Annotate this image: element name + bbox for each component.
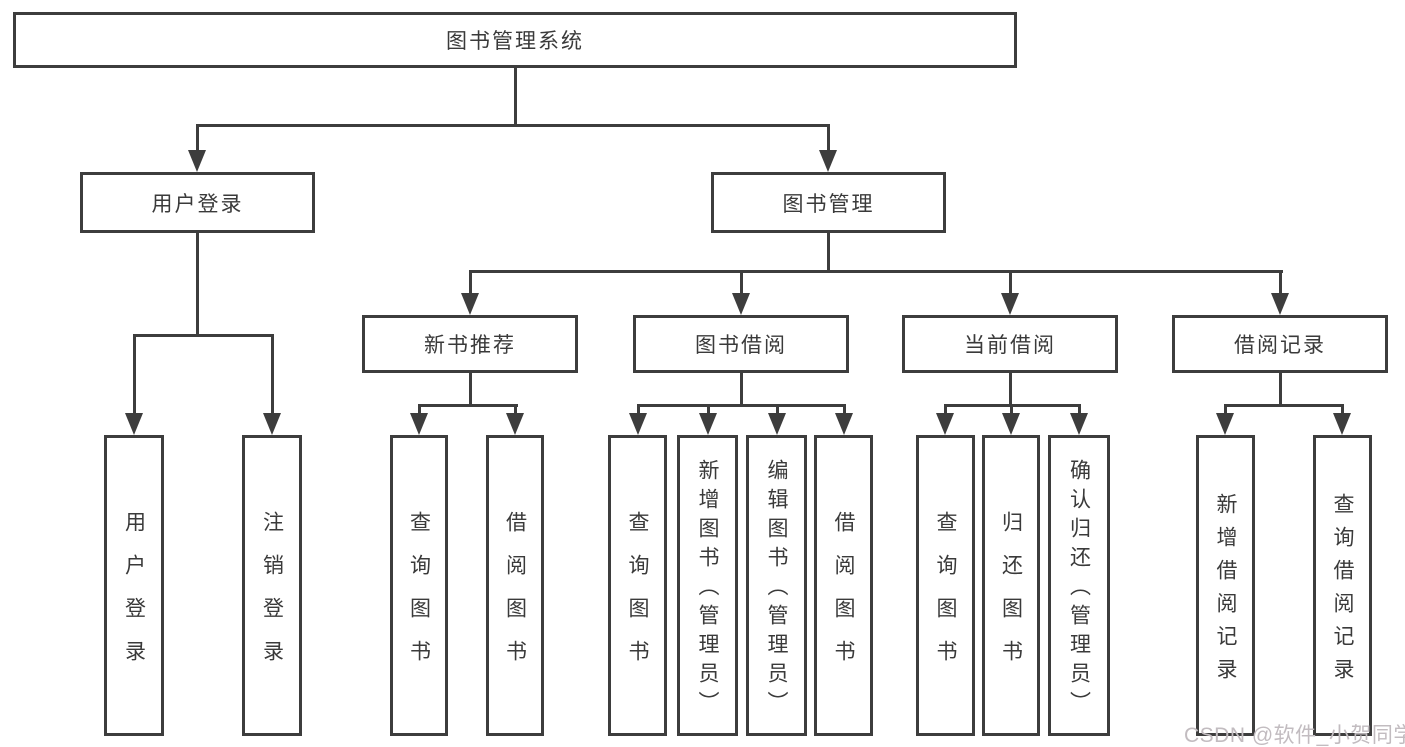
arrow-to-borrow-records [1271, 293, 1289, 315]
connector-to-leaf-b1 [417, 404, 421, 416]
connector-book-borrow-branch [636, 404, 845, 407]
connector-to-book-management [826, 124, 830, 152]
connector-to-book-borrow [739, 270, 743, 295]
connector-borrow-records-branch [1223, 404, 1343, 407]
arrow-to-leaf-d3 [1070, 413, 1088, 435]
connector-user-login-stub [195, 231, 199, 336]
connector-to-leaf-logout [270, 334, 274, 416]
arrow-to-leaf-c4 [835, 413, 853, 435]
connector-to-user-login [195, 124, 199, 152]
arrow-to-current-borrow [1001, 293, 1019, 315]
connector-to-leaf-e1 [1223, 404, 1227, 416]
node-label: 查询图书 [934, 510, 957, 683]
node-label: 借阅图书 [832, 510, 855, 683]
connector-to-leaf-c2 [706, 404, 710, 416]
node-label: 新增借阅记录 [1214, 492, 1237, 691]
leaf-query-books-current: 查询图书 [916, 435, 975, 736]
connector-current-borrow-stub [1008, 371, 1012, 406]
node-label: 确认归还（管理员） [1067, 459, 1091, 720]
node-label: 用户登录 [151, 192, 244, 216]
arrow-to-book-management [819, 150, 837, 172]
arrow-to-leaf-c1 [629, 413, 647, 435]
connector-level2-branch [195, 124, 830, 127]
node-label: 注销登录 [260, 510, 284, 683]
leaf-confirm-return-admin: 确认归还（管理员） [1048, 435, 1110, 736]
csdn-watermark: CSDN @软件_小贺同学 [1184, 724, 1405, 747]
connector-to-leaf-d3 [1077, 404, 1081, 416]
arrow-to-leaf-d2 [1002, 413, 1020, 435]
node-label: 图书管理 [782, 192, 875, 216]
leaf-return-books: 归还图书 [982, 435, 1040, 736]
arrow-to-leaf-e2 [1333, 413, 1351, 435]
node-label: 新增图书（管理员） [696, 459, 719, 720]
node-label: 查询图书 [407, 510, 431, 683]
leaf-add-borrow-record: 新增借阅记录 [1196, 435, 1255, 736]
connector-to-leaf-c1 [636, 404, 640, 416]
leaf-add-books-admin: 新增图书（管理员） [677, 435, 738, 736]
node-label: 归还图书 [999, 510, 1023, 683]
node-new-book-recommend: 新书推荐 [362, 315, 578, 373]
connector-to-new-book [468, 270, 472, 295]
arrow-to-leaf-b2 [506, 413, 524, 435]
connector-root-stub [513, 66, 517, 126]
connector-to-borrow-records [1278, 270, 1282, 295]
arrow-to-new-book [461, 293, 479, 315]
connector-user-login-branch [132, 334, 274, 337]
arrow-to-book-borrow [732, 293, 750, 315]
leaf-user-login: 用户登录 [104, 435, 164, 736]
connector-new-book-branch [417, 404, 518, 407]
node-label: 当前借阅 [964, 334, 1056, 357]
node-borrow-records: 借阅记录 [1172, 315, 1388, 373]
node-user-login: 用户登录 [80, 172, 315, 233]
leaf-edit-books-admin: 编辑图书（管理员） [746, 435, 807, 736]
connector-to-leaf-login [132, 334, 136, 416]
node-label: 编辑图书（管理员） [765, 459, 788, 720]
node-label: 借阅图书 [503, 510, 527, 683]
connector-book-borrow-stub [739, 371, 743, 406]
arrow-to-leaf-logout [263, 413, 281, 435]
leaf-query-borrow-record: 查询借阅记录 [1313, 435, 1372, 736]
connector-to-leaf-d1 [943, 404, 947, 416]
leaf-borrow-books: 借阅图书 [814, 435, 873, 736]
connector-to-current-borrow [1008, 270, 1012, 295]
connector-level3-branch [468, 270, 1283, 273]
connector-borrow-records-stub [1278, 371, 1282, 406]
connector-to-leaf-d2 [1009, 404, 1013, 416]
node-book-management: 图书管理 [711, 172, 946, 233]
connector-new-book-stub [468, 371, 472, 406]
arrow-to-leaf-c3 [768, 413, 786, 435]
node-label: 查询借阅记录 [1331, 492, 1354, 691]
arrow-to-leaf-c2 [699, 413, 717, 435]
arrow-to-leaf-d1 [936, 413, 954, 435]
node-current-borrow: 当前借阅 [902, 315, 1118, 373]
connector-to-leaf-b2 [513, 404, 517, 416]
arrow-to-user-login [188, 150, 206, 172]
arrow-to-leaf-e1 [1216, 413, 1234, 435]
node-library-management-system: 图书管理系统 [13, 12, 1017, 68]
leaf-logout: 注销登录 [242, 435, 302, 736]
node-label: 新书推荐 [424, 334, 516, 357]
connector-to-leaf-c4 [842, 404, 846, 416]
node-label: 查询图书 [626, 510, 649, 683]
connector-to-leaf-c3 [775, 404, 779, 416]
node-book-borrow: 图书借阅 [633, 315, 849, 373]
arrow-to-leaf-login [125, 413, 143, 435]
arrow-to-leaf-b1 [410, 413, 428, 435]
node-label: 用户登录 [122, 510, 146, 683]
leaf-query-books-recommend: 查询图书 [390, 435, 448, 736]
node-label: 图书借阅 [695, 334, 787, 357]
node-label: 图书管理系统 [446, 30, 584, 53]
leaf-query-books-borrow: 查询图书 [608, 435, 667, 736]
connector-book-management-stub [826, 231, 830, 272]
leaf-borrow-books-recommend: 借阅图书 [486, 435, 544, 736]
node-label: 借阅记录 [1234, 334, 1326, 357]
connector-to-leaf-e2 [1340, 404, 1344, 416]
